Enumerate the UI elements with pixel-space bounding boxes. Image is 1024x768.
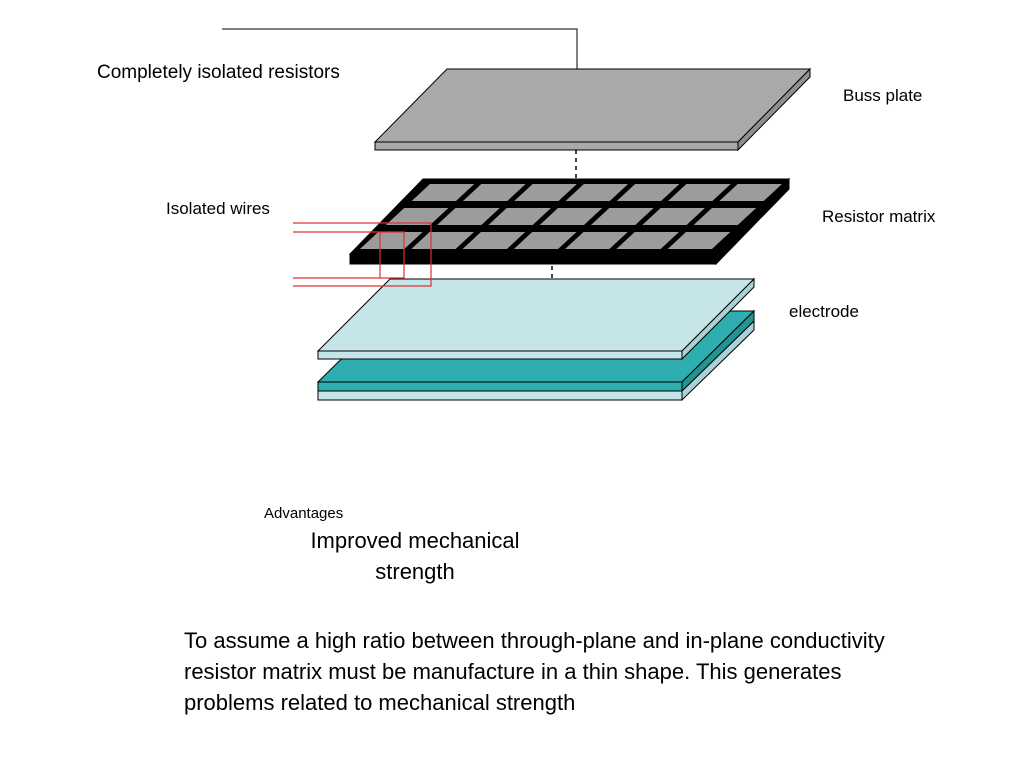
resistor-cell (437, 208, 500, 225)
resistor-cell (668, 184, 731, 201)
resistor-cell (719, 184, 782, 201)
resistor-cell (462, 232, 526, 249)
isolated-wires-label: Isolated wires (166, 199, 270, 218)
resistor-matrix-front (349, 253, 717, 265)
electrode-teal-side (681, 309, 755, 393)
resistor-cell (488, 208, 551, 225)
wire-1 (293, 222, 432, 287)
buss-plate-label: Buss plate (843, 86, 923, 105)
wire-2 (293, 231, 405, 279)
diagram-title: Completely isolated resistors (97, 62, 340, 83)
resistor-cell (693, 208, 757, 225)
electrode-label: electrode (789, 302, 859, 321)
resistor-matrix-label: Resistor matrix (822, 207, 936, 226)
resistor-cell (360, 232, 423, 249)
electrode-top-side (681, 277, 755, 361)
resistor-cell (565, 232, 628, 249)
resistor-cell (411, 184, 475, 201)
resistor-matrix (348, 177, 791, 266)
electrode-top-plate (316, 278, 756, 352)
resistor-cell (385, 208, 449, 225)
electrode-stack (316, 277, 756, 402)
resistor-cell (565, 184, 629, 201)
buss-plate-front (374, 141, 739, 151)
explanation-note: To assume a high ratio between through-p… (184, 628, 885, 715)
buss-plate-side (737, 67, 811, 152)
resistor-cell (667, 232, 731, 249)
resistor-cell (463, 184, 526, 201)
buss-plate (373, 67, 812, 152)
isolated-wires (293, 222, 432, 287)
resistor-matrix-cells (360, 184, 782, 249)
resistor-cell (539, 208, 603, 225)
resistor-cell (514, 184, 577, 201)
advantages-heading: Advantages (264, 505, 344, 522)
resistor-cell (642, 208, 705, 225)
resistor-cell (616, 184, 680, 201)
buss-plate-top (373, 68, 812, 143)
resistor-cell (616, 232, 679, 249)
electrode-teal-front (317, 381, 683, 392)
electrode-top-front (317, 350, 683, 360)
resistor-matrix-side (715, 177, 790, 266)
advantages-text: Improved mechanical strength (310, 528, 520, 584)
resistor-cell (411, 232, 474, 249)
resistor-cell (513, 232, 577, 249)
electrode-bottom-front (317, 390, 683, 401)
resistor-cell (591, 208, 654, 225)
